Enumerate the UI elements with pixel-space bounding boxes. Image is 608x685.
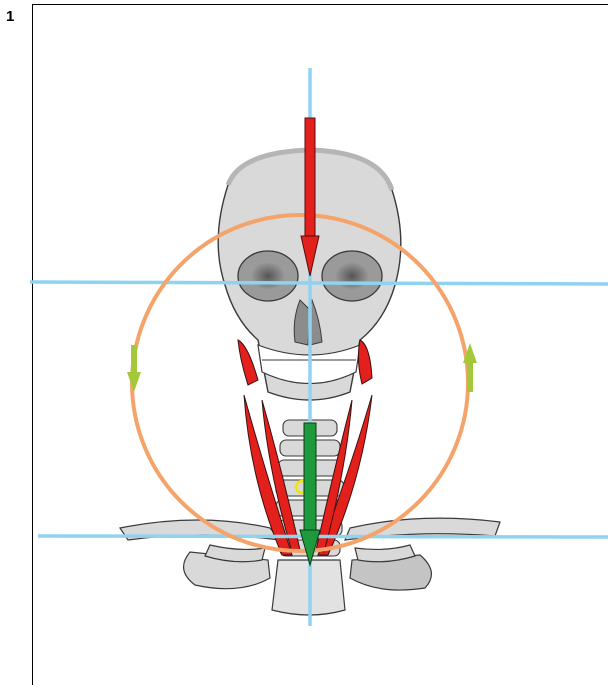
left-rotation-arrow-head: [127, 372, 141, 392]
lower-horizontal-axis: [38, 536, 608, 537]
right-orbit-depth: [335, 262, 369, 290]
left-rotation-arrow: [127, 345, 141, 392]
top-force-shaft: [305, 118, 315, 236]
right-rotation-arrow-shaft: [467, 362, 473, 392]
bottom-force-shaft: [304, 423, 316, 533]
left-masseter: [238, 340, 258, 385]
right-masseter: [358, 340, 372, 384]
left-rotation-arrow-shaft: [131, 345, 137, 373]
upper-horizontal-axis: [30, 282, 608, 284]
left-orbit-depth: [251, 262, 285, 290]
